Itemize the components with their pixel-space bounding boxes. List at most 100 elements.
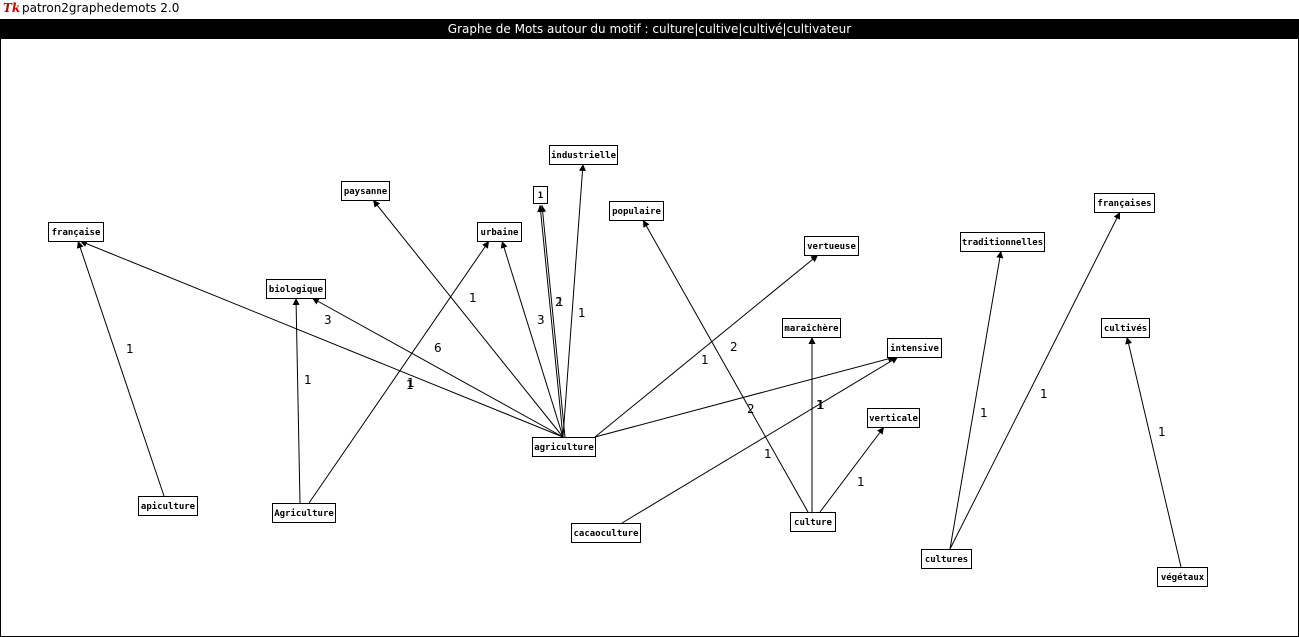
node-box (609, 201, 664, 221)
node-francaise[interactable]: française (48, 222, 104, 242)
node-box (266, 279, 326, 299)
node-label: maraîchère (784, 323, 839, 334)
node-populaire[interactable]: populaire (609, 201, 664, 221)
node-cultives[interactable]: cultivés (1101, 318, 1150, 338)
node-box (272, 503, 336, 523)
edge-weight-label: 1 (764, 447, 772, 461)
node-box (533, 186, 548, 204)
edge-cultures-francaises (949, 211, 1121, 550)
node-vegetaux[interactable]: végétaux (1157, 567, 1208, 587)
edge-agriculture-vertueuse (594, 254, 819, 438)
edge-weight-label: 1 (980, 406, 988, 420)
edge-weight-label: 6 (434, 341, 442, 355)
edge-agriculture-intensive (594, 355, 896, 438)
node-box (867, 408, 920, 428)
node-cacaoculture[interactable]: cacaoculture (571, 523, 641, 543)
node-label: apiculture (141, 501, 196, 512)
node-box (549, 145, 618, 165)
node-box (477, 222, 522, 242)
edge-weight-label: 1 (1040, 387, 1048, 401)
node-label: populaire (612, 206, 661, 217)
node-box (341, 181, 390, 201)
edge-apiculture-francaise (76, 240, 165, 497)
edge-weight-label: 1 (407, 376, 415, 390)
edge-agriculture-urbaine (500, 240, 564, 438)
node-label: française (52, 227, 101, 238)
node-box (790, 512, 836, 532)
node-industrielle[interactable]: industrielle (549, 145, 618, 165)
node-verticale[interactable]: verticale (867, 408, 920, 428)
edge-Agriculture-biologique (292, 297, 301, 504)
edge-weight-label: 1 (304, 373, 312, 387)
node-label: Agriculture (274, 508, 334, 519)
node-agriculture[interactable]: agriculture (532, 437, 596, 457)
edge-Agriculture-urbaine (308, 240, 490, 504)
node-urbaine[interactable]: urbaine (477, 222, 522, 242)
edge-weight-label: 3 (324, 313, 332, 327)
node-box (921, 549, 972, 569)
node-traditionnelles[interactable]: traditionnelles (960, 232, 1045, 252)
node-culture[interactable]: culture (790, 512, 836, 532)
node-box (782, 318, 841, 338)
edge-agriculture-paysanne (372, 199, 564, 438)
edge-weight-label: 1 (701, 353, 709, 367)
edge-weight-label: 1 (857, 475, 865, 489)
node-label: culture (794, 518, 833, 528)
node-label: cultures (925, 555, 968, 565)
node-label: traditionnelles (962, 237, 1043, 248)
edge-weight-label: 1 (126, 342, 134, 356)
node-label: 1 (538, 191, 543, 201)
edge-weight-label: 1 (469, 291, 477, 305)
node-label: vertueuse (807, 242, 856, 252)
edge-weight-label: 2 (747, 402, 755, 416)
node-one[interactable]: 1 (533, 186, 548, 204)
edge-culture-verticale (819, 426, 885, 513)
edge-agriculture-one (537, 204, 564, 438)
node-box (1157, 567, 1208, 587)
node-apiculture[interactable]: apiculture (138, 496, 198, 516)
node-box (887, 338, 942, 358)
edge-weight-label: 1 (816, 398, 824, 412)
edge-weight-label: 1 (578, 306, 586, 320)
node-label: agriculture (534, 442, 594, 453)
node-intensive[interactable]: intensive (887, 338, 942, 358)
node-label: cacaoculture (573, 529, 639, 539)
node-box (1094, 193, 1155, 213)
edge-agriculture-one (539, 204, 566, 438)
graph-header: Graphe de Mots autour du motif : culture… (1, 19, 1298, 39)
node-biologique[interactable]: biologique (266, 279, 326, 299)
node-box (532, 437, 596, 457)
node-Agriculture[interactable]: Agriculture (272, 503, 336, 523)
edge-agriculture-francaise (79, 240, 564, 438)
node-francaises[interactable]: françaises (1094, 193, 1155, 213)
node-label: végétaux (1161, 572, 1205, 583)
node-maraichere[interactable]: maraîchère (782, 318, 841, 338)
edge-cultures-traditionnelles (949, 250, 1004, 550)
node-label: paysanne (344, 187, 388, 197)
edge-weight-label: 1 (817, 398, 825, 412)
window-title: patron2graphedemots 2.0 (22, 1, 180, 15)
edges-layer (76, 163, 1182, 568)
edge-agriculture-biologique (311, 297, 564, 438)
node-label: cultivés (1104, 323, 1147, 334)
edge-weight-label: 1 (556, 295, 564, 309)
window-titlebar: Tk patron2graphedemots 2.0 (0, 0, 1299, 18)
node-box (138, 496, 198, 516)
node-label: industrielle (551, 150, 617, 161)
edge-vegetaux-cultives (1125, 336, 1182, 568)
node-box (571, 523, 641, 543)
edge-culture-populaire (642, 219, 809, 513)
node-label: intensive (890, 343, 939, 354)
node-label: urbaine (481, 227, 520, 238)
node-box (960, 232, 1045, 252)
node-box (804, 236, 859, 256)
node-box (1101, 318, 1150, 338)
node-cultures[interactable]: cultures (921, 549, 972, 569)
node-vertueuse[interactable]: vertueuse (804, 236, 859, 256)
node-label: verticale (869, 413, 918, 424)
edge-weight-label: 1 (1158, 425, 1166, 439)
edge-weight-label: 2 (730, 340, 738, 354)
node-paysanne[interactable]: paysanne (341, 181, 390, 201)
